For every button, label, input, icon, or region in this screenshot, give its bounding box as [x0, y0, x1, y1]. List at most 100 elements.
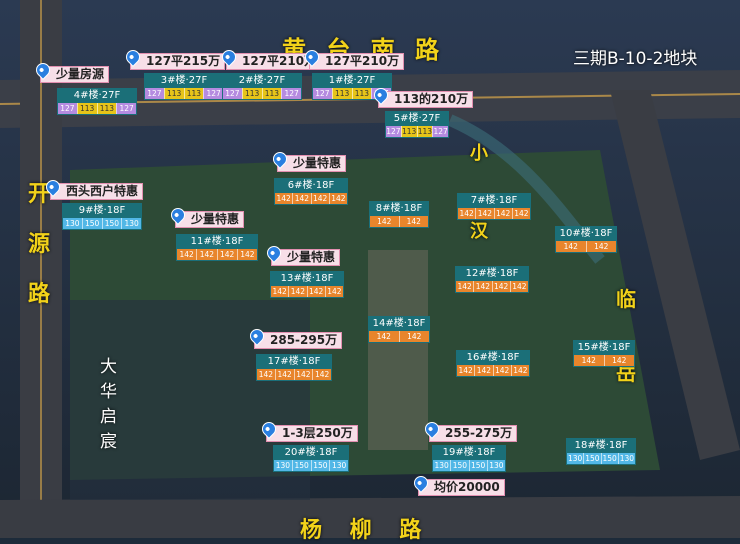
price-tag-t3[interactable]: 127平215万: [123, 47, 226, 70]
unit-size-cell: 142: [324, 286, 343, 297]
tag-text: 127平210万: [325, 54, 400, 68]
unit-size-cell: 142: [556, 241, 586, 252]
price-tag-t11[interactable]: 少量特惠: [168, 205, 245, 228]
tag-text: 少量特惠: [191, 212, 240, 226]
building-name: 13#楼·18F: [271, 272, 343, 286]
unit-size-cell: 130: [486, 460, 505, 471]
tag-text: 285-295万: [270, 333, 338, 347]
unit-size-cell: 142: [473, 281, 492, 292]
tag-text: 少量房源: [56, 67, 105, 81]
unit-size-cell: 150: [291, 460, 311, 471]
price-tag-t6[interactable]: 少量特惠: [270, 149, 347, 172]
unit-size-cell: 150: [468, 460, 487, 471]
price-tag-t19[interactable]: 255-275万: [422, 419, 518, 442]
unit-size-cell: 113: [416, 126, 433, 137]
unit-size-cell: 127: [386, 126, 401, 137]
unit-size-cell: 113: [261, 88, 282, 99]
price-tag-t13[interactable]: 少量特惠: [264, 243, 341, 266]
price-tag-t5[interactable]: 113的210万: [371, 85, 474, 108]
unit-size-cell: 142: [493, 208, 512, 219]
price-tag-t9[interactable]: 西头西户特惠: [43, 177, 144, 200]
unit-size-cell: 142: [310, 193, 329, 204]
building-name: 15#楼·18F: [574, 341, 634, 355]
unit-size-cell: 142: [328, 193, 347, 204]
unit-size-cell: 142: [603, 355, 634, 366]
unit-size-cell: 150: [81, 218, 102, 229]
tag-text: 少量特惠: [293, 156, 342, 170]
building-name: 14#楼·18F: [369, 317, 429, 331]
unit-size-cell: 142: [370, 216, 399, 227]
building-name: 1#楼·27F: [313, 74, 391, 88]
unit-size-cell: 127: [313, 88, 332, 99]
unit-size-cell: 127: [432, 126, 448, 137]
price-tag-t1[interactable]: 127平210万: [302, 47, 405, 70]
unit-size-cell: 113: [351, 88, 372, 99]
unit-size-cell: 113: [183, 88, 204, 99]
unit-size-cell: 142: [196, 249, 217, 260]
building-name: 10#楼·18F: [556, 227, 616, 241]
road-south-label: 杨 柳 路: [300, 518, 432, 543]
unit-size-cell: 142: [306, 286, 325, 297]
unit-size-cell: 113: [163, 88, 184, 99]
tag-text: 少量特惠: [287, 250, 336, 264]
building-name: 7#楼·18F: [458, 194, 530, 208]
unit-size-cell: 127: [223, 88, 242, 99]
unit-size-cell: 142: [398, 216, 428, 227]
unit-size-cell: 130: [274, 460, 292, 471]
price-tag-t4[interactable]: 少量房源: [33, 60, 110, 83]
building-name: 3#楼·27F: [145, 74, 223, 88]
unit-size-cell: 142: [585, 241, 616, 252]
tag-text: 127平210万: [242, 54, 317, 68]
unit-size-cell: 127: [281, 88, 301, 99]
unit-size-cell: 150: [583, 453, 601, 464]
river-label: 小 汉: [470, 143, 488, 242]
unit-size-cell: 142: [510, 365, 529, 376]
tag-text: 127平215万: [146, 54, 221, 68]
unit-size-cell: 142: [312, 369, 331, 380]
road-west-label: 开 源 路: [28, 182, 51, 307]
price-tag-t20[interactable]: 1-3层250万: [259, 419, 358, 442]
unit-size-cell: 130: [567, 453, 584, 464]
price-tag-t2[interactable]: 127平210万: [219, 47, 322, 70]
price-tag-avg[interactable]: 均价20000: [411, 473, 505, 496]
unit-size-cell: 130: [433, 460, 451, 471]
building-name: 4#楼·27F: [58, 89, 136, 103]
unit-size-cell: 142: [475, 208, 494, 219]
price-tag-t17[interactable]: 285-295万: [247, 326, 343, 349]
building-name: 16#楼·18F: [457, 351, 529, 365]
unit-size-cell: 130: [63, 218, 82, 229]
unit-size-cell: 142: [457, 365, 475, 376]
unit-size-cell: 113: [76, 103, 97, 114]
